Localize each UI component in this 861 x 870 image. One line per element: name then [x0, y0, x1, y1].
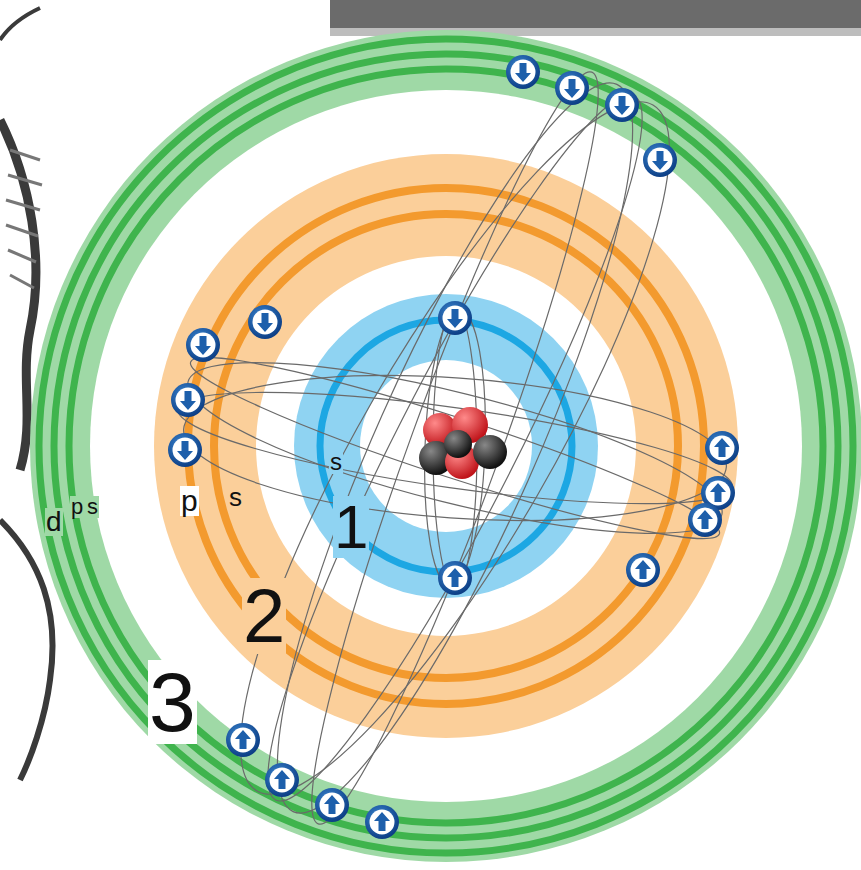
subshell-label: s [228, 484, 243, 510]
shells [30, 30, 861, 862]
orbit-lines [172, 52, 738, 844]
shell-number: 1 [333, 496, 369, 558]
subshell-label: p [180, 486, 199, 516]
electrons [168, 55, 739, 839]
nucleus [419, 407, 507, 479]
shell-number: 3 [148, 660, 197, 744]
subshell-label: s [329, 450, 343, 474]
top-panel [330, 0, 861, 28]
shell-number: 2 [242, 578, 286, 654]
subshell-label: s [86, 496, 99, 518]
subshell-label: p [70, 496, 84, 518]
subshell-label: d [45, 508, 63, 536]
